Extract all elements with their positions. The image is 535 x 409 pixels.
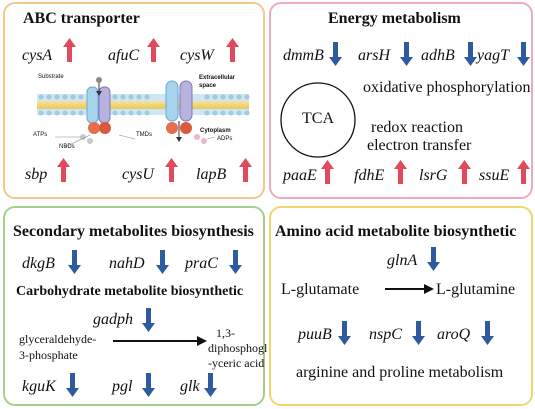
gene-glnA: glnA — [387, 252, 418, 269]
up-arrow-icon — [517, 160, 530, 184]
down-arrow-icon — [229, 250, 242, 274]
cytoplasm-label: Cytoplasm — [200, 128, 231, 134]
product-line-3: -yceric acid — [208, 356, 265, 370]
abc-transporter-panel: ABC transporter cysA afuC cysW — [3, 2, 265, 199]
up-arrow-icon — [458, 160, 471, 184]
gene-lapB: lapB — [196, 166, 227, 183]
gene-dkgB: dkgB — [22, 255, 55, 272]
gene-nspC: nspC — [369, 326, 402, 343]
amino-title: Amino acid metabolite biosynthetic — [275, 223, 517, 240]
gene-puuB: puuB — [298, 326, 332, 343]
up-arrow-icon — [394, 160, 407, 184]
up-arrow-icon — [57, 158, 70, 182]
tca-label: TCA — [302, 110, 334, 127]
down-arrow-icon — [142, 373, 155, 397]
extracellular-label: Extracellular space — [199, 75, 236, 89]
down-arrow-icon — [427, 247, 440, 271]
gene-nahD: nahD — [109, 255, 145, 272]
gene-kguK: kguK — [22, 378, 56, 395]
secondary-metabolites-panel: Secondary metabolites biosynthesis dkgB … — [3, 206, 268, 406]
substrate-line-2: 3-phosphate — [19, 348, 78, 362]
up-arrow-icon — [63, 38, 76, 62]
down-arrow-icon — [464, 42, 477, 66]
gene-praC: praC — [185, 255, 218, 272]
up-arrow-icon — [321, 160, 334, 184]
arginine-proline-pathway: arginine and proline metabolism — [296, 364, 504, 381]
product-line-1: 1,3- — [216, 326, 235, 340]
gene-dmmB: dmmB — [283, 47, 324, 64]
down-arrow-icon — [156, 250, 169, 274]
gene-cysA: cysA — [22, 47, 53, 64]
down-arrow-icon — [142, 308, 155, 332]
substrate-line-1: glyceraldehyde- — [19, 332, 97, 346]
tmds-label: TMDs — [136, 132, 152, 138]
reaction-arrow-icon — [385, 284, 434, 294]
carbohydrate-title: Carbohydrate metabolite biosynthetic — [16, 284, 244, 299]
substrate-label: Substrate — [38, 74, 64, 80]
abc-title: ABC transporter — [23, 10, 140, 27]
amino-acid-panel: Amino acid metabolite biosynthetic glnA … — [269, 206, 533, 406]
gene-sbp: sbp — [25, 166, 48, 183]
adps-label: ADPs — [217, 136, 233, 142]
gene-fdhE: fdhE — [354, 167, 385, 184]
energy-title: Energy metabolism — [328, 10, 461, 27]
gene-paaE: paaE — [283, 167, 317, 184]
product-line-2: diphosphogl — [208, 341, 268, 355]
abc-transporter-illustration — [37, 77, 250, 148]
gene-aroQ: aroQ — [437, 326, 471, 343]
gene-yagT: yagT — [477, 47, 509, 64]
up-arrow-icon — [165, 158, 178, 182]
l-glutamine: L-glutamine — [436, 281, 516, 298]
up-arrow-icon — [147, 38, 160, 62]
down-arrow-icon — [517, 42, 530, 66]
down-arrow-icon — [66, 373, 79, 397]
tca-circle — [280, 82, 356, 158]
down-arrow-icon — [481, 321, 494, 345]
up-arrow-icon — [226, 38, 239, 62]
gene-arsH: arsH — [358, 47, 391, 64]
down-arrow-icon — [68, 250, 81, 274]
gene-cysU: cysU — [122, 166, 154, 183]
gene-ssuE: ssuE — [479, 167, 510, 184]
gene-glk: glk — [180, 378, 200, 395]
energy-metabolism-panel: Energy metabolism dmmB arsH adhB yagT ox… — [269, 2, 533, 199]
oxidative-phosphorylation: oxidative phosphorylation — [363, 79, 531, 96]
gene-pgl: pgl — [112, 378, 133, 395]
nbds-label: NBDs — [59, 144, 75, 150]
reaction-arrow-icon — [113, 336, 207, 346]
atps-label: ATPs — [33, 132, 48, 138]
secondary-title: Secondary metabolites biosynthesis — [13, 223, 254, 240]
up-arrow-icon — [239, 158, 252, 182]
gene-afuC: afuC — [108, 47, 140, 64]
l-glutamate: L-glutamate — [281, 281, 360, 298]
down-arrow-icon — [338, 321, 351, 345]
down-arrow-icon — [329, 42, 342, 66]
down-arrow-icon — [400, 42, 413, 66]
redox-reaction: redox reaction — [371, 119, 463, 136]
gene-cysW: cysW — [180, 47, 214, 64]
electron-transfer: electron transfer — [367, 137, 472, 154]
gene-lsrG: lsrG — [419, 167, 448, 184]
down-arrow-icon — [412, 321, 425, 345]
down-arrow-icon — [204, 373, 217, 397]
gene-gadph: gadph — [93, 311, 133, 328]
gene-adhB: adhB — [421, 47, 455, 64]
